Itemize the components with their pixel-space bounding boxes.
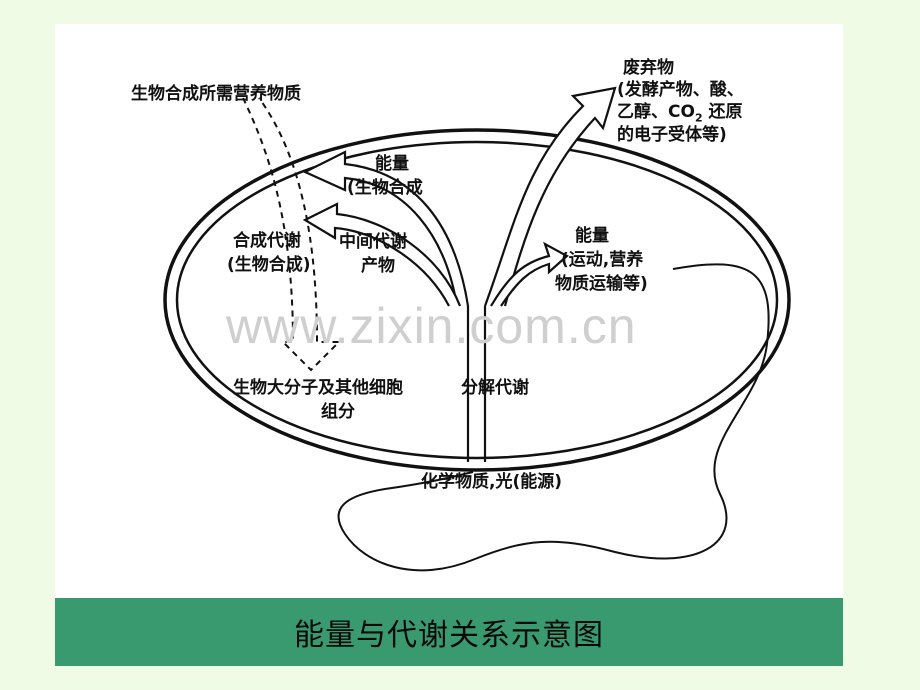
intermediates-arrow xyxy=(302,202,462,307)
label-waste-line2a: 乙醇、CO xyxy=(617,102,695,122)
label-waste-line2: 乙醇、CO2 还原 xyxy=(617,102,743,128)
cell-wall-outer xyxy=(163,128,791,472)
nutrient-dashed-arrow xyxy=(242,97,342,372)
label-waste-line1: (发酵产物、酸、 xyxy=(617,80,744,100)
label-macromolecules-1: 生物大分子及其他细胞 xyxy=(233,378,403,398)
label-energy-bio-title: 能量 xyxy=(375,154,409,174)
caption-title: 能量与代谢关系示意图 xyxy=(294,618,604,653)
environment-boundary xyxy=(337,263,770,572)
diagram-panel: 生物合成所需营养物质 废弃物 (发酵产物、酸、 乙醇、CO2 还原 的电子受体等… xyxy=(55,24,843,598)
catabolism-stem xyxy=(466,306,487,462)
label-intermediates-2: 产物 xyxy=(361,256,395,276)
label-energy-motion-1: (运动,营养 xyxy=(561,250,644,270)
label-waste-title: 废弃物 xyxy=(623,58,674,78)
label-intermediates-1: 中间代谢 xyxy=(339,232,407,252)
label-waste-sub: 2 xyxy=(694,111,703,125)
label-nutrients: 生物合成所需营养物质 xyxy=(131,84,301,104)
label-waste-line3: 的电子受体等) xyxy=(617,125,727,145)
label-anabolism-2: (生物合成) xyxy=(227,255,311,275)
label-sources: 化学物质,光(能源) xyxy=(421,472,562,492)
label-macromolecules-2: 组分 xyxy=(321,402,355,422)
label-anabolism-1: 合成代谢 xyxy=(233,231,301,251)
cell-wall-inner xyxy=(175,140,779,460)
label-energy-motion-2: 物质运输等) xyxy=(555,274,648,294)
waste-arrow xyxy=(483,86,617,307)
biosynthesis-energy-arrow xyxy=(302,150,470,307)
caption-bar: 能量与代谢关系示意图 xyxy=(55,598,843,666)
watermark: www.zixin.com.cn xyxy=(226,298,637,354)
label-energy-motion-title: 能量 xyxy=(575,226,609,246)
label-catabolism: 分解代谢 xyxy=(461,378,529,398)
label-waste-line2b: 还原 xyxy=(702,102,743,122)
metabolism-diagram xyxy=(163,86,791,572)
label-energy-bio-sub: (生物合成 xyxy=(347,178,423,198)
motion-energy-arrow xyxy=(490,241,569,307)
